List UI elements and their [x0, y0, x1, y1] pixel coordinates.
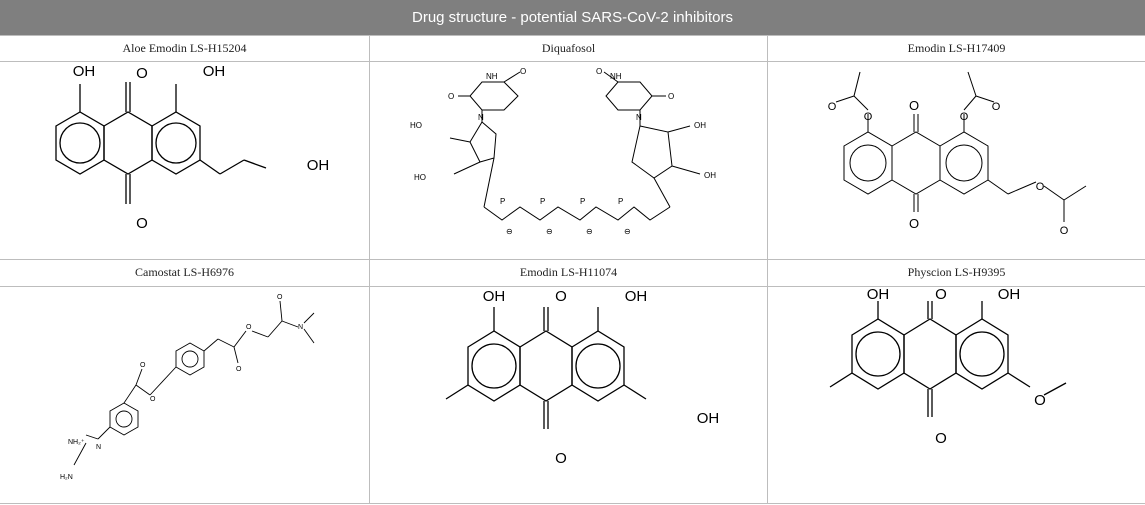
- atom-label: OH: [73, 63, 96, 80]
- atom-label: O: [935, 287, 947, 303]
- atom-label: OH: [483, 288, 506, 305]
- atom-label: O: [992, 101, 1001, 113]
- atom-label: HO: [414, 173, 426, 182]
- structure-aloe-emodin: O O OH OH OH: [0, 62, 369, 259]
- grid-line-header-sep-1: [0, 61, 1145, 62]
- grid-line-row-sep: [0, 259, 1145, 260]
- atom-label: O: [136, 65, 148, 82]
- atom-label: O: [596, 67, 602, 76]
- atom-label: N: [636, 113, 642, 122]
- structure-camostat: NH₂⁺ H₂N N O O O O O N: [0, 287, 369, 503]
- atom-label: O: [136, 215, 148, 232]
- atom-label: O: [236, 366, 242, 373]
- atom-label: OH: [998, 287, 1021, 303]
- atom-label: N: [478, 113, 484, 122]
- table-title: Drug structure - potential SARS-CoV-2 in…: [0, 0, 1145, 35]
- structure-emodin-h11074: O O OH OH OH: [370, 287, 767, 503]
- atom-label: O: [1036, 181, 1045, 193]
- atom-label: NH: [610, 72, 622, 81]
- atom-label: O: [1060, 225, 1069, 237]
- atom-label: P: [580, 197, 585, 206]
- atom-label: P: [500, 197, 505, 206]
- atom-label: O: [555, 450, 567, 467]
- cell-label-emodin-h17409: Emodin LS-H17409: [907, 41, 1006, 55]
- atom-label: O: [520, 67, 526, 76]
- atom-label: O: [246, 324, 252, 331]
- grid-line-top: [0, 35, 1145, 36]
- grid-line-col-2: [767, 35, 768, 504]
- atom-label: P: [618, 197, 623, 206]
- cell-label-emodin-h11074: Emodin LS-H11074: [519, 265, 618, 279]
- atom-label: O: [140, 362, 146, 369]
- atom-label: OH: [625, 288, 648, 305]
- atom-label: O: [909, 216, 919, 231]
- atom-label: OH: [203, 63, 226, 80]
- atom-label: O: [448, 92, 454, 101]
- cell-label-diquafosol: Diquafosol: [541, 41, 596, 55]
- atom-label: HO: [410, 121, 422, 130]
- atom-label: O: [935, 430, 947, 447]
- atom-label: O: [864, 111, 873, 123]
- structure-emodin-h17409: O O O O O O O O: [768, 62, 1145, 259]
- atom-label: OH: [704, 171, 716, 180]
- atom-label: ⊖: [546, 227, 553, 236]
- atom-label: ⊖: [506, 227, 513, 236]
- atom-label: O: [828, 101, 837, 113]
- structure-physcion: O O OH OH O: [768, 287, 1145, 503]
- atom-label: H₂N: [60, 474, 73, 481]
- grid-line-col-1: [369, 35, 370, 504]
- atom-label: O: [668, 92, 674, 101]
- atom-label: ⊖: [624, 227, 631, 236]
- atom-label: N: [96, 444, 101, 451]
- atom-label: OH: [694, 121, 706, 130]
- atom-label: O: [277, 294, 283, 301]
- atom-label: NH₂⁺: [68, 439, 85, 446]
- atom-label: O: [960, 111, 969, 123]
- atom-label: ⊖: [586, 227, 593, 236]
- grid-line-bottom: [0, 503, 1145, 504]
- atom-label: N: [298, 324, 303, 331]
- cell-label-aloe-emodin: Aloe Emodin LS-H15204: [122, 41, 247, 55]
- atom-label: OH: [867, 287, 890, 303]
- grid-line-header-sep-2: [0, 286, 1145, 287]
- atom-label: OH: [307, 157, 330, 174]
- atom-label: OH: [697, 410, 720, 427]
- atom-label: O: [909, 98, 919, 113]
- cell-label-physcion: Physcion LS-H9395: [907, 265, 1006, 279]
- cell-label-camostat: Camostat LS-H6976: [135, 265, 234, 279]
- atom-label: P: [540, 197, 545, 206]
- atom-label: O: [555, 288, 567, 305]
- atom-label: O: [1034, 392, 1046, 409]
- structure-diquafosol: HO HO OH OH O O O O NH NH N N P P P P ⊖ …: [370, 62, 767, 259]
- atom-label: NH: [486, 72, 498, 81]
- atom-label: O: [150, 396, 156, 403]
